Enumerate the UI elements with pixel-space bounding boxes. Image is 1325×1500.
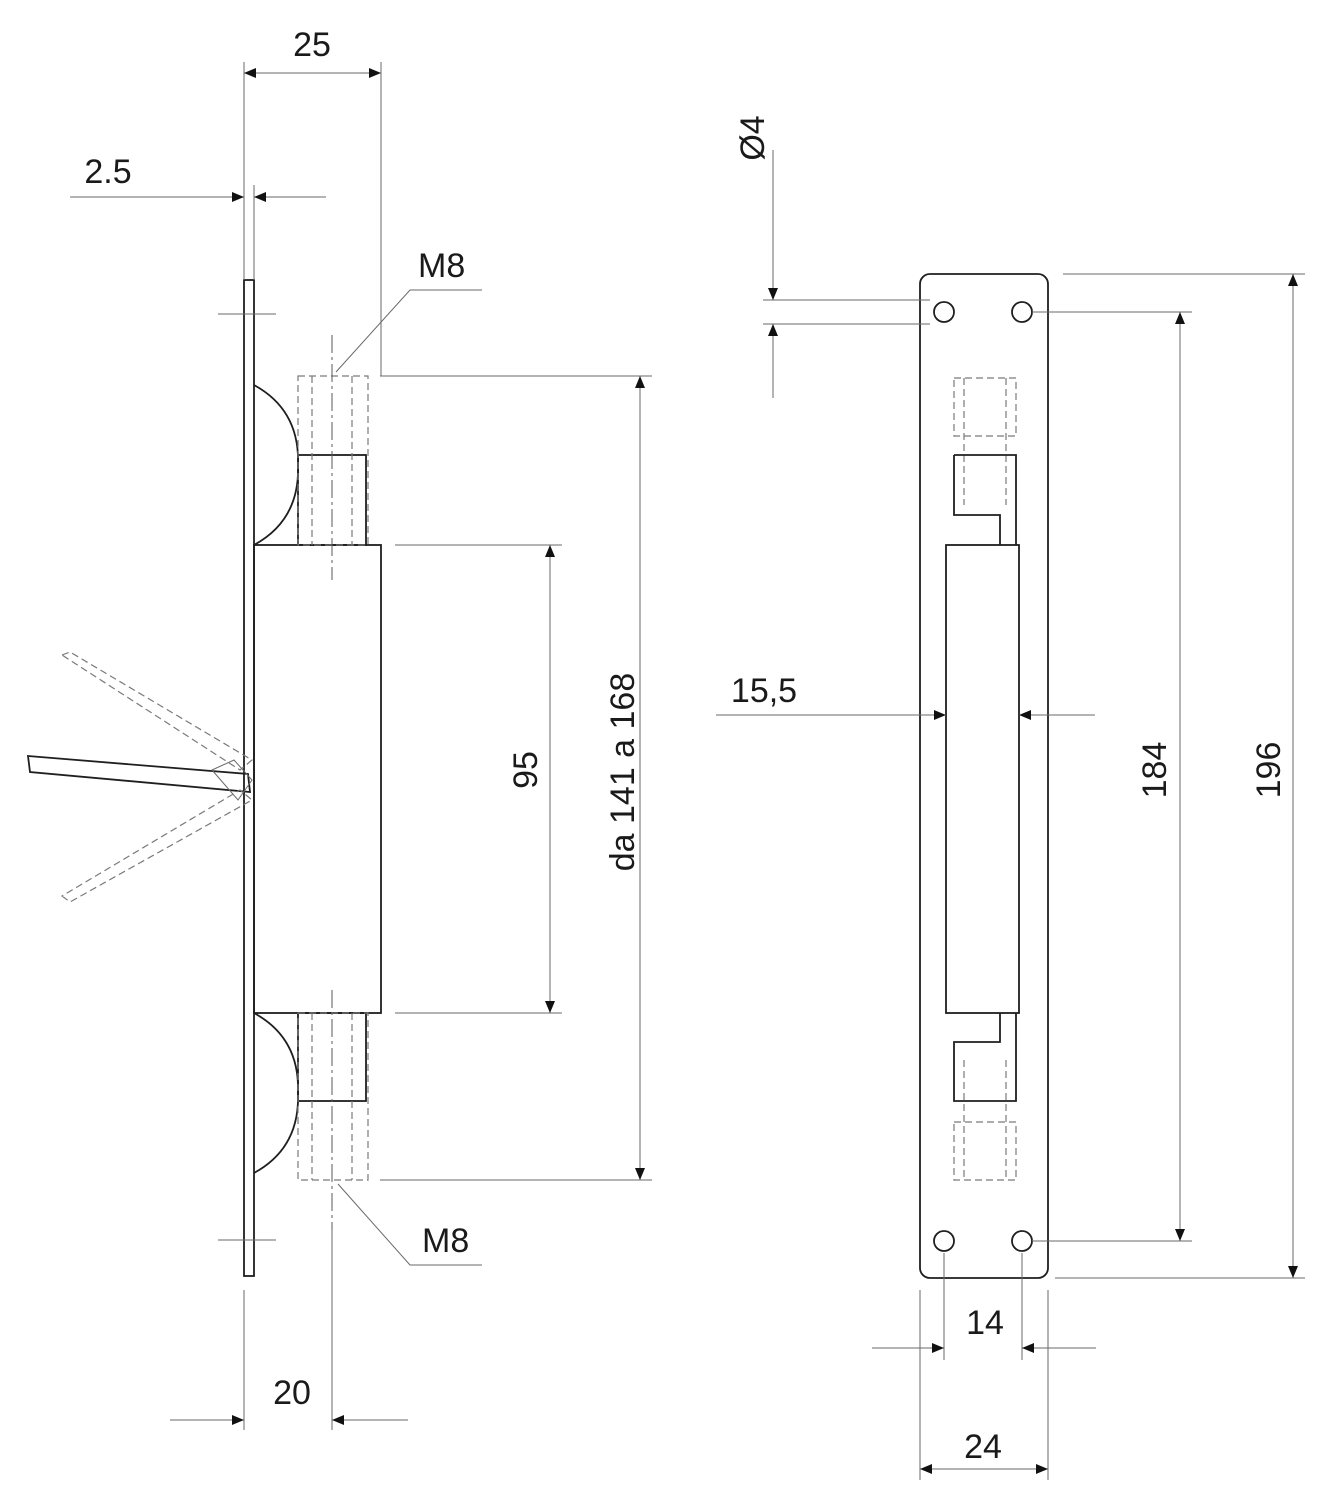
dim-body-length: 95 [507, 751, 545, 789]
thread-label-top: M8 [418, 247, 465, 285]
dim-hole-diameter: Ø4 [734, 115, 772, 160]
front-view: Ø4 15,5 184 196 14 24 [716, 115, 1305, 1480]
mounting-hole [1011, 1230, 1033, 1252]
mounting-hole [933, 301, 955, 323]
top-dome [253, 384, 299, 546]
dim-overall-length: 196 [1250, 742, 1288, 799]
front-body [945, 544, 1020, 1014]
front-plate [919, 273, 1049, 1279]
mounting-hole [1011, 301, 1033, 323]
dim-width-bottom: 20 [273, 1374, 311, 1412]
lever [26, 755, 252, 793]
main-body [253, 544, 382, 1014]
thread-label-bottom: M8 [422, 1222, 469, 1260]
side-view: 25 2.5 M8 M8 20 95 da 141 a 168 [26, 26, 652, 1430]
mounting-hole [933, 1230, 955, 1252]
dim-hole-gap: 14 [966, 1304, 1004, 1342]
dim-body-width: 15,5 [731, 672, 797, 710]
bottom-dome [253, 1012, 299, 1174]
dim-plate-width: 24 [964, 1428, 1002, 1466]
dim-width-top: 25 [293, 26, 331, 64]
dim-hole-spacing: da 141 a 168 [604, 673, 642, 872]
dim-plate-thickness: 2.5 [84, 153, 131, 191]
dim-hole-pitch: 184 [1136, 742, 1174, 799]
